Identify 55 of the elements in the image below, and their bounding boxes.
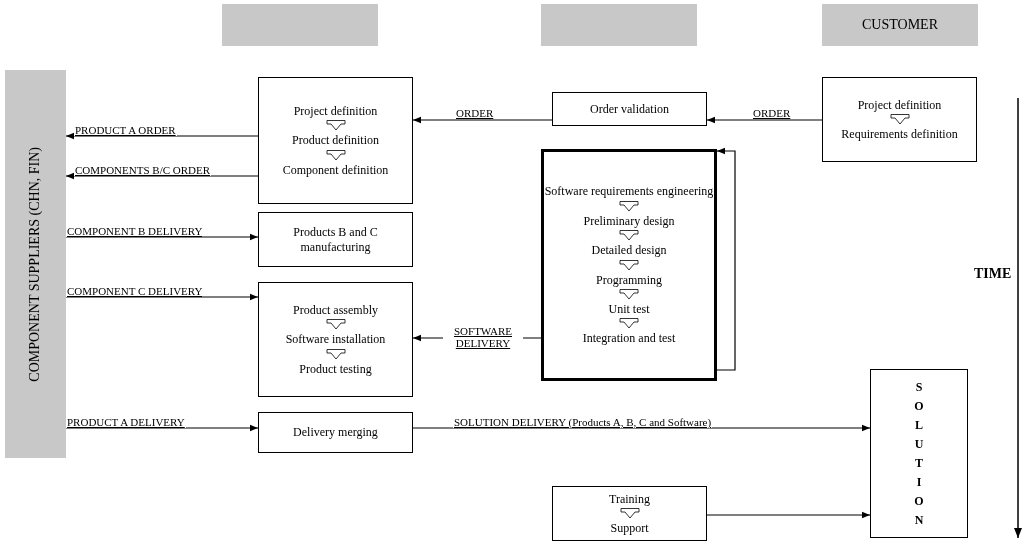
step-label: Preliminary design [583,213,675,229]
header-box [541,4,697,46]
process-box [258,77,413,204]
edge-label: ORDER [752,107,792,120]
edge-label: SOFTWARE DELIVERY [443,325,523,350]
edge-label: SOLUTION DELIVERY (Products A, B, C and Software) [453,416,713,429]
arrow [65,424,259,432]
process-box [541,149,717,381]
arrow [716,147,736,371]
vertical-label: SOLUTION [913,378,925,529]
step-label: Product assembly [293,302,378,318]
side-label: COMPONENT SUPPLIERS (CHN, FIN) [27,146,44,382]
step-label: Project definition [293,103,378,119]
step-label: Software requirements engineering [544,184,714,199]
step-label: Product definition [292,133,379,148]
step-label: Order validation [590,101,669,117]
step-label: Unit test [608,301,650,317]
arrow [412,424,871,432]
edge-label: COMPONENT B DELIVERY [66,225,204,238]
arrow [65,233,259,241]
step-label: Integration and test [582,331,676,346]
process-box [258,282,413,397]
arrow [65,293,259,301]
arrow [706,116,823,124]
header-box [822,4,978,46]
process-box [258,412,413,453]
step-label: Programming [596,272,662,287]
step-label: Support [610,521,649,536]
process-box [552,92,707,126]
header-label: CUSTOMER [862,16,938,34]
step-label: Component definition [282,162,389,178]
step-label: Product testing [299,361,372,377]
edge-label: COMPONENTS B/C ORDER [74,164,212,177]
step-label: Software installation [285,332,386,347]
step-label: Requirements definition [841,127,958,142]
process-box [822,77,977,162]
process-box [258,212,413,267]
process-box [870,369,968,538]
supplier-band [5,70,66,458]
edge-label: ORDER [455,107,495,120]
arrow [706,511,871,519]
axis-label: TIME [974,266,1012,282]
header-box [222,4,378,46]
edge-label: PRODUCT A ORDER [74,124,177,137]
process-box [552,486,707,541]
arrow [412,116,553,124]
edge-label: COMPONENT C DELIVERY [66,285,204,298]
step-label: Delivery merging [293,425,378,440]
step-label: Project definition [857,97,942,112]
arrow [65,172,259,180]
edge-label: PRODUCT A DELIVERY [66,416,186,429]
arrow [65,132,259,140]
step-label: Products B and C manufacturing [292,225,379,254]
step-label: Detailed design [591,243,667,258]
step-label: Training [609,491,650,506]
